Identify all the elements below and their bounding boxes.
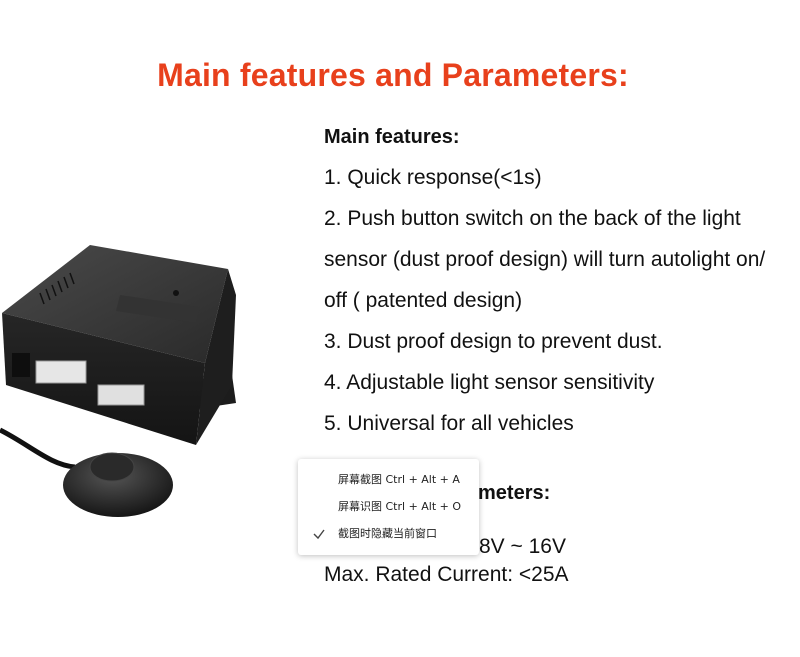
menu-item-screen-recognize[interactable]: 屏幕识图 Ctrl + Alt + O	[298, 494, 479, 520]
feature-line: 3. Dust proof design to prevent dust.	[324, 330, 663, 353]
feature-line: off ( patented design)	[324, 289, 523, 312]
current-param: Max. Rated Current: <25A	[324, 563, 569, 586]
screenshot-context-menu: 屏幕截图 Ctrl + Alt + A 屏幕识图 Ctrl + Alt + O …	[298, 459, 479, 555]
voltage-param: 8V ~ 16V	[479, 535, 566, 558]
main-features-heading: Main features:	[324, 126, 460, 148]
product-image	[0, 245, 236, 517]
check-icon	[313, 529, 325, 540]
feature-line: 2. Push button switch on the back of the…	[324, 207, 741, 230]
menu-item-screen-capture[interactable]: 屏幕截图 Ctrl + Alt + A	[298, 467, 479, 493]
menu-item-label: 屏幕识图 Ctrl + Alt + O	[338, 500, 462, 513]
feature-line: 4. Adjustable light sensor sensitivity	[324, 371, 655, 394]
main-features-section: Main features: 1. Quick response(<1s) 2.…	[324, 123, 800, 444]
feature-line: sensor (dust proof design) will turn aut…	[324, 248, 766, 271]
feature-line: 1. Quick response(<1s)	[324, 166, 542, 189]
feature-line: 5. Universal for all vehicles	[324, 412, 574, 435]
parameters-heading: meters:	[478, 482, 551, 504]
menu-item-label: 截图时隐藏当前窗口	[338, 527, 437, 540]
page-title: Main features and Parameters:	[157, 57, 629, 93]
menu-item-label: 屏幕截图 Ctrl + Alt + A	[338, 473, 460, 486]
menu-item-hide-window[interactable]: 截图时隐藏当前窗口	[298, 521, 479, 547]
